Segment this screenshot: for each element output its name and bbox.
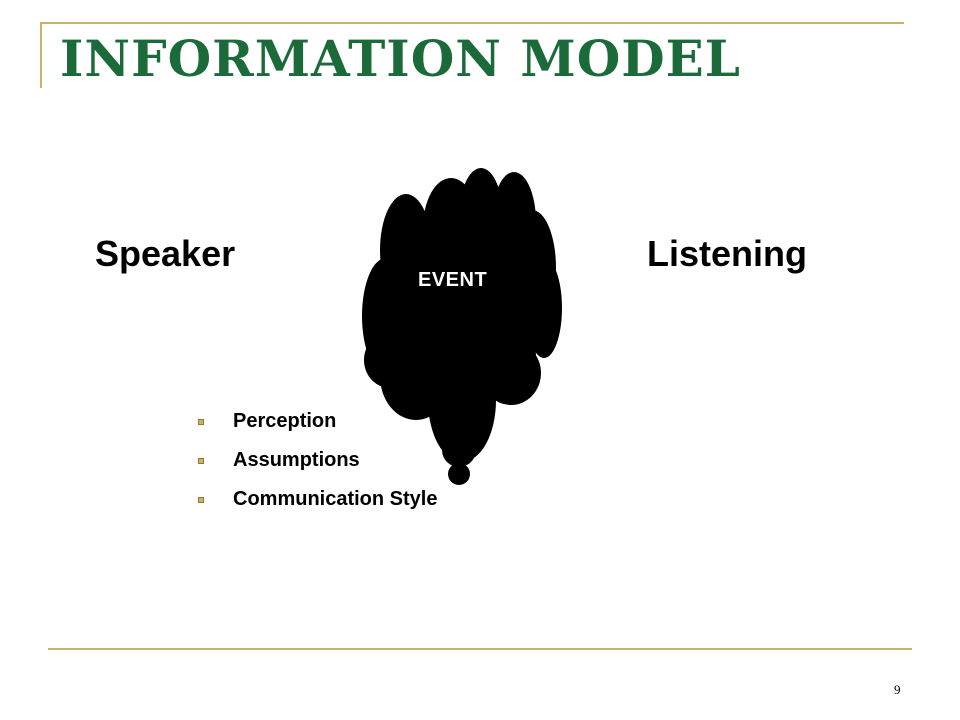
listening-label: Listening bbox=[647, 233, 807, 274]
bullet-item-assumptions: Assumptions bbox=[198, 441, 437, 480]
square-bullet-icon bbox=[198, 418, 204, 425]
bottom-frame-line bbox=[48, 648, 912, 650]
bullet-item-perception: Perception bbox=[198, 402, 437, 441]
left-frame-line bbox=[40, 22, 42, 88]
bullet-item-communication-style: Communication Style bbox=[198, 480, 437, 519]
top-frame-line bbox=[40, 22, 904, 24]
slide-title: INFORMATION MODEL bbox=[60, 29, 741, 88]
bullet-text: Assumptions bbox=[233, 449, 360, 471]
speaker-label: Speaker bbox=[95, 233, 236, 274]
square-bullet-icon bbox=[198, 457, 204, 464]
thought-cloud-icon bbox=[362, 168, 562, 485]
page-number: 9 bbox=[894, 682, 901, 697]
square-bullet-icon bbox=[198, 496, 204, 503]
bullet-text: Perception bbox=[233, 410, 337, 432]
bullet-list: Perception Assumptions Communication Sty… bbox=[198, 402, 437, 519]
bullet-text: Communication Style bbox=[233, 488, 438, 510]
event-label: EVENT bbox=[418, 269, 488, 291]
